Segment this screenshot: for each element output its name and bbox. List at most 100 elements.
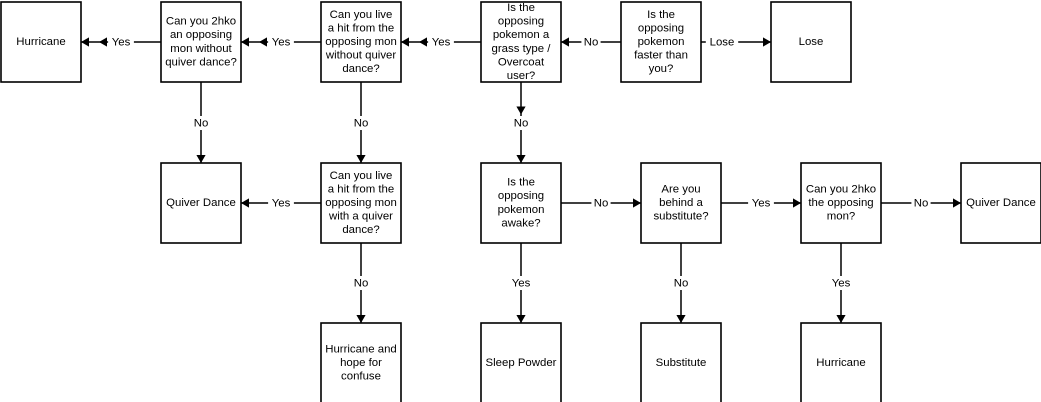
node-box[interactable] — [320, 1, 402, 83]
edge-label: No — [354, 278, 369, 290]
node-label-line: Can you live — [330, 170, 393, 182]
arrowhead-icon — [99, 37, 107, 47]
arrowhead-icon — [356, 155, 366, 163]
node-box[interactable] — [320, 322, 402, 402]
node-label-line: Can you 2hko — [166, 16, 236, 28]
arrowhead-icon — [836, 315, 846, 323]
node-label-line: behind a — [659, 197, 703, 209]
node-label-line: the opposing — [808, 197, 873, 209]
flowchart-node[interactable]: Hurricane and hope for confuse — [320, 322, 402, 402]
node-label-line: Can you live — [330, 9, 393, 21]
flow-edge: Lose — [701, 35, 771, 49]
flow-edge: No — [190, 82, 212, 163]
node-label-line: hope for — [340, 357, 382, 369]
node-label-line: pokemon — [498, 204, 545, 216]
arrowhead-icon — [516, 106, 526, 115]
edge-label: No — [914, 198, 929, 210]
flowchart-node[interactable]: Are you behind a substitute? — [640, 162, 722, 244]
node-label-line: Is the — [507, 177, 535, 189]
node-box[interactable] — [160, 1, 242, 83]
flow-edge: Yes — [81, 35, 161, 49]
edge-label: No — [514, 118, 529, 130]
edge-label: Yes — [272, 37, 291, 49]
node-label-line: you? — [649, 63, 674, 75]
arrowhead-icon — [953, 198, 961, 208]
node-box[interactable] — [0, 1, 82, 83]
node-box[interactable] — [640, 322, 722, 402]
node-label-line: Hurricane and — [325, 343, 397, 355]
flow-edge: Yes — [721, 196, 801, 210]
flow-edge: No — [510, 82, 532, 163]
node-box[interactable] — [640, 162, 722, 244]
node-label-line: user? — [507, 70, 536, 82]
arrowhead-icon — [81, 37, 89, 47]
node-label-line: awake? — [501, 217, 540, 229]
flowchart-node[interactable]: Sleep Powder — [480, 322, 562, 402]
node-box[interactable] — [800, 322, 882, 402]
node-label-line: opposing mon — [325, 197, 397, 209]
node-label-line: dance? — [342, 224, 379, 236]
arrowhead-icon — [401, 37, 409, 47]
node-box[interactable] — [480, 1, 562, 83]
node-box[interactable] — [480, 162, 562, 244]
node-box[interactable] — [620, 1, 702, 83]
flowchart-node[interactable]: Substitute — [640, 322, 722, 402]
edge-label: Yes — [272, 198, 291, 210]
node-label-line: substitute? — [653, 211, 708, 223]
edge-label: No — [674, 278, 689, 290]
node-label-line: Quiver Dance — [166, 197, 236, 209]
flow-edge: No — [350, 243, 372, 323]
edge-label: No — [584, 37, 599, 49]
node-box[interactable] — [160, 162, 242, 244]
edge-label: Lose — [710, 37, 735, 49]
node-label-line: without quiver — [325, 50, 396, 62]
node-box[interactable] — [320, 162, 402, 244]
node-label-line: Is the — [507, 2, 535, 14]
node-label-line: Are you — [661, 183, 700, 195]
arrowhead-icon — [241, 198, 249, 208]
node-label-line: Substitute — [656, 357, 707, 369]
flowchart-node[interactable]: Quiver Dance — [160, 162, 242, 244]
arrowhead-icon — [561, 37, 569, 47]
node-box[interactable] — [800, 162, 882, 244]
flowchart-node[interactable]: Lose — [770, 1, 852, 83]
flow-edge: No — [350, 82, 372, 163]
arrowhead-icon — [259, 37, 267, 47]
flowchart-node[interactable]: Quiver Dance — [960, 162, 1041, 244]
flowchart-node[interactable]: Hurricane — [800, 322, 882, 402]
node-box[interactable] — [480, 322, 562, 402]
flow-edge: Yes — [507, 243, 535, 323]
edge-label: Yes — [752, 198, 771, 210]
node-label-line: opposing — [498, 190, 544, 202]
node-label-line: pokemon a — [493, 29, 550, 41]
arrowhead-icon — [419, 37, 427, 47]
node-label-line: dance? — [342, 63, 379, 75]
edge-label: No — [354, 118, 369, 130]
edge-label: Yes — [112, 37, 131, 49]
arrowhead-icon — [676, 315, 686, 323]
arrowhead-icon — [793, 198, 801, 208]
arrowhead-icon — [516, 315, 526, 323]
node-label-line: pokemon — [638, 36, 685, 48]
node-label-line: Overcoat — [498, 56, 545, 68]
arrowhead-icon — [241, 37, 249, 47]
node-box[interactable] — [960, 162, 1041, 244]
node-box[interactable] — [770, 1, 852, 83]
arrowhead-icon — [196, 155, 206, 163]
node-label-line: confuse — [341, 371, 381, 383]
flow-edge: No — [561, 196, 641, 210]
node-label-line: grass type / — [492, 43, 552, 55]
flowchart-node[interactable]: Hurricane — [0, 1, 82, 83]
node-label-line: Lose — [799, 36, 824, 48]
